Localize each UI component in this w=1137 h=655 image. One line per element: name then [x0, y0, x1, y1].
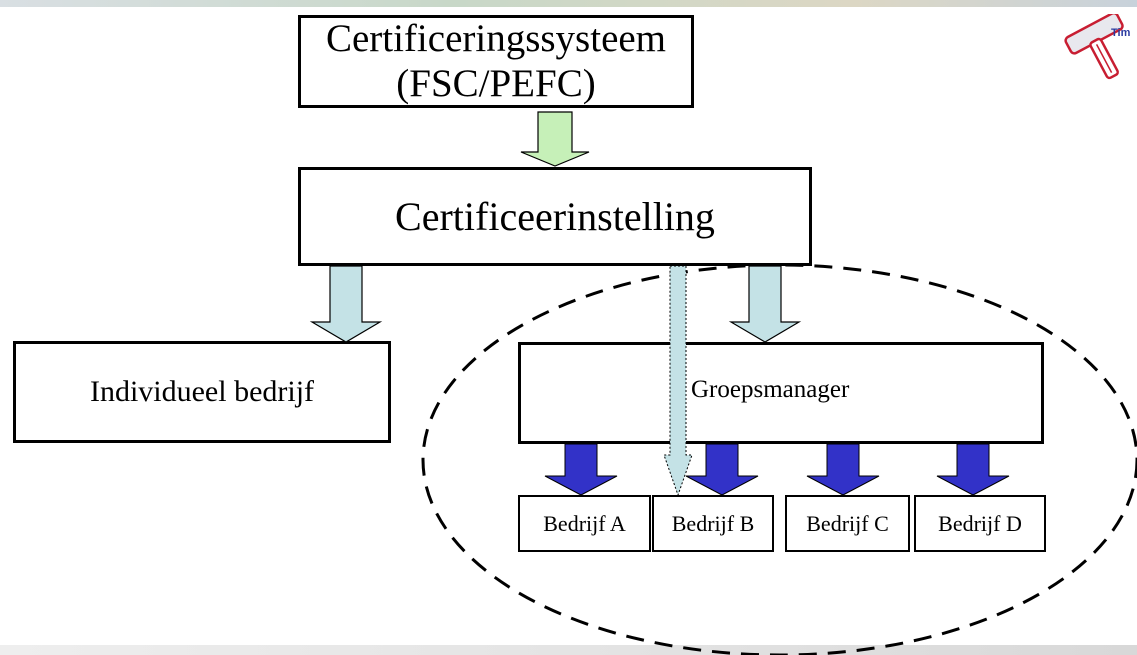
certification-body-box: Certificeerinstelling	[298, 167, 812, 266]
individual-company-box: Individueel bedrijf	[13, 341, 391, 443]
group-boundary-ellipse	[421, 263, 1137, 655]
company-a-label: Bedrijf A	[543, 510, 626, 536]
bottom-decorative-strip	[0, 645, 1137, 655]
logo-text: Tim	[1111, 27, 1131, 39]
company-c-box: Bedrijf C	[785, 495, 910, 552]
company-a-box: Bedrijf A	[518, 495, 651, 552]
certification-system-sublabel: (FSC/PEFC)	[396, 61, 596, 105]
timber-hammer-logo: Tim	[1064, 14, 1131, 80]
system-to-body-arrow	[520, 111, 590, 167]
body-to-individual-arrow	[309, 265, 383, 343]
company-c-label: Bedrijf C	[806, 510, 889, 536]
group-manager-box: Groepsmanager	[518, 342, 1044, 444]
certification-body-label: Certificeerinstelling	[395, 193, 715, 239]
body-to-company-b-dotted-arrow	[663, 265, 693, 497]
group-manager-to-company-d-arrow	[936, 443, 1010, 496]
company-d-label: Bedrijf D	[938, 510, 1022, 536]
group-manager-to-company-b-arrow	[685, 443, 759, 496]
group-manager-label: Groepsmanager	[691, 375, 850, 403]
certification-system-label: Certificeringssysteem	[325, 16, 667, 60]
group-manager-to-company-a-arrow	[544, 443, 618, 496]
top-decorative-strip	[0, 0, 1137, 7]
company-b-box: Bedrijf B	[652, 495, 774, 552]
company-b-label: Bedrijf B	[671, 510, 755, 536]
company-d-box: Bedrijf D	[914, 495, 1046, 552]
certification-system-box: Certificeringssysteem (FSC/PEFC)	[298, 15, 694, 108]
body-to-group-manager-arrow	[728, 265, 802, 343]
group-manager-to-company-c-arrow	[806, 443, 880, 496]
individual-company-label: Individueel bedrijf	[89, 374, 315, 408]
